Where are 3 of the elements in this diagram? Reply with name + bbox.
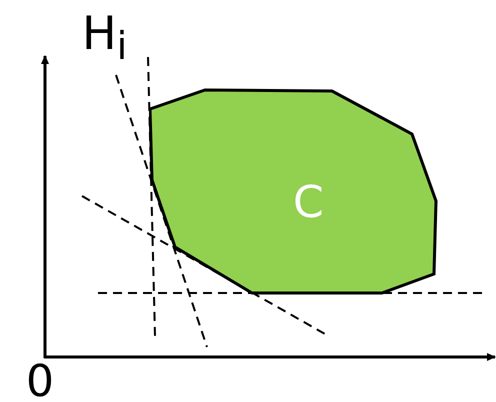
hyperplane-label: H$_{i}$	[82, 10, 128, 67]
set-label: C	[293, 181, 324, 225]
origin-label: 0	[26, 360, 54, 402]
